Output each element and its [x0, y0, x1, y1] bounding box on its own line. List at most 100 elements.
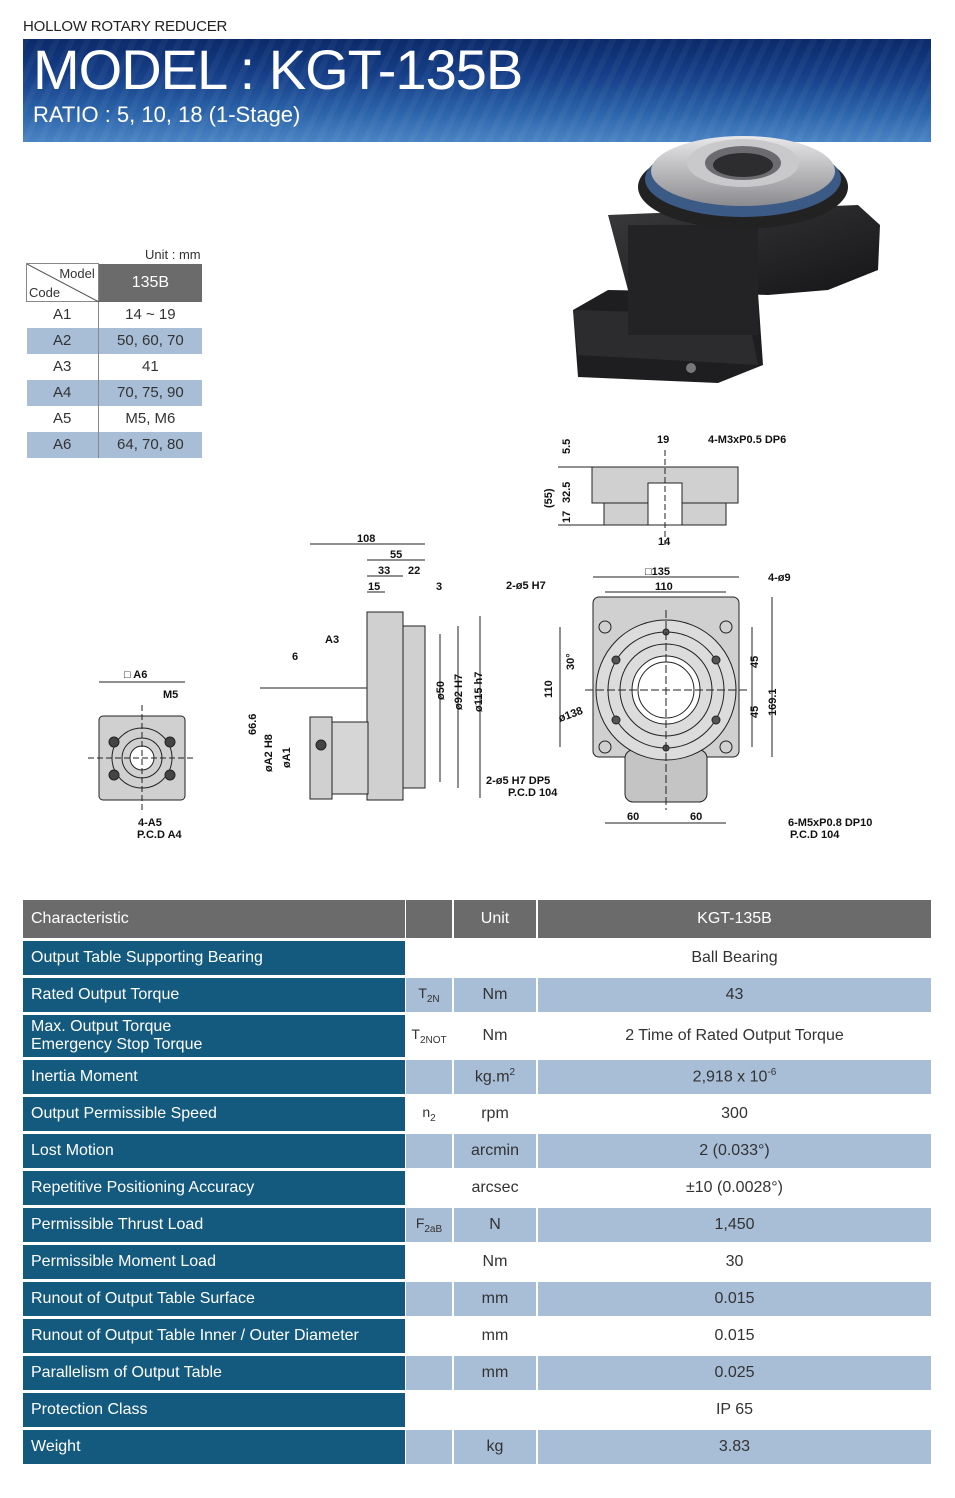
dim-holes: 4-ø9	[768, 572, 791, 584]
spec-symbol	[406, 1319, 454, 1353]
dim-45b: 45	[749, 706, 761, 718]
spec-header-row: Characteristic Unit KGT-135B	[23, 900, 931, 938]
dim-60a: 60	[627, 811, 639, 823]
code-row: A3 41	[26, 353, 203, 380]
dim-92: ø92 H7	[453, 674, 465, 710]
title-banner: MODEL : KGT-135B RATIO : 5, 10, 18 (1-St…	[23, 39, 931, 142]
spec-row: Inertia Moment kg.m2 2,918 x 10-6	[23, 1060, 931, 1094]
value-cell: 14 ~ 19	[125, 306, 176, 323]
code-cell: A2	[26, 327, 99, 354]
dim-sq135: □135	[645, 566, 670, 578]
dim-5-5: 5.5	[561, 439, 573, 454]
header-model: KGT-135B	[538, 900, 931, 938]
spec-symbol: F2aB	[406, 1208, 454, 1242]
spec-row: Permissible Thrust Load F2aB N 1,450	[23, 1208, 931, 1242]
dim-110-top: 110	[655, 581, 673, 593]
spec-unit: mm	[454, 1356, 538, 1390]
dim-45a: 45	[749, 656, 761, 668]
spec-unit: arcmin	[454, 1134, 538, 1168]
dim-pcd-bottom: P.C.D 104	[508, 787, 558, 799]
dim-m5: M5	[163, 689, 178, 701]
model-header: 135B	[98, 263, 202, 302]
corner-model-label: Model	[59, 266, 95, 281]
spec-value: 0.015	[538, 1282, 931, 1316]
spec-name: Permissible Moment Load	[23, 1245, 406, 1279]
value-cell: M5, M6	[125, 410, 176, 427]
spec-unit: mm	[454, 1282, 538, 1316]
code-cell: A4	[26, 379, 99, 406]
product-image	[573, 136, 880, 383]
spec-unit: N	[454, 1208, 538, 1242]
code-cell: A6	[26, 431, 99, 458]
dim-3: 3	[436, 581, 442, 593]
spec-name: Weight	[23, 1430, 406, 1464]
spec-row: Parallelism of Output Table mm 0.025	[23, 1356, 931, 1390]
spec-row: Output Permissible Speed n2 rpm 300	[23, 1097, 931, 1131]
corner-diagonal	[27, 264, 99, 302]
value-cell: 70, 75, 90	[98, 379, 202, 406]
spec-row: Output Table Supporting Bearing Ball Bea…	[23, 941, 931, 975]
spec-value: 0.015	[538, 1319, 931, 1353]
dim-55: (55)	[543, 488, 555, 508]
dim-32-5: 32.5	[561, 482, 573, 503]
spec-symbol: T2N	[406, 978, 454, 1012]
dim-thread-top: 4-M3xP0.5 DP6	[708, 434, 786, 446]
spec-symbol: n2	[406, 1097, 454, 1131]
corner-code-label: Code	[29, 285, 61, 300]
spec-row: Permissible Moment Load Nm 30	[23, 1245, 931, 1279]
dim-138: ø138	[557, 705, 585, 725]
category-label: HOLLOW ROTARY REDUCER	[23, 18, 228, 35]
spec-value: 30	[538, 1245, 931, 1279]
spec-name: Rated Output Torque	[23, 978, 406, 1012]
spec-table: Characteristic Unit KGT-135B Output Tabl…	[23, 897, 931, 1467]
spec-unit: kg.m2	[454, 1060, 538, 1094]
header-symbol	[406, 900, 454, 938]
dim-a1: øA1	[281, 747, 293, 768]
spec-value: ±10 (0.0028°)	[538, 1171, 931, 1205]
spec-value: 43	[538, 978, 931, 1012]
dim-14: 14	[658, 536, 671, 548]
spec-symbol	[406, 1356, 454, 1390]
unit-note: Unit : mm	[145, 247, 201, 262]
spec-value: 1,450	[538, 1208, 931, 1242]
technical-drawings: 19 4-M3xP0.5 DP6 5.5 (55) 32.5 17 14 □13…	[88, 434, 872, 841]
spec-row: Runout of Output Table Surface mm 0.015	[23, 1282, 931, 1316]
dim-22: 22	[408, 565, 420, 577]
header-characteristic: Characteristic	[23, 900, 406, 938]
dim-115: ø115 h7	[473, 672, 485, 712]
dim-17: 17	[561, 511, 573, 523]
spec-symbol	[406, 1282, 454, 1316]
spec-symbol	[406, 1171, 454, 1205]
spec-symbol	[406, 1430, 454, 1464]
spec-name: Lost Motion	[23, 1134, 406, 1168]
dim-thread-bottom: 6-M5xP0.8 DP10	[788, 817, 872, 829]
header-unit: Unit	[454, 900, 538, 938]
dim-169: 169.1	[767, 688, 779, 716]
dim-60b: 60	[690, 811, 702, 823]
dim-108: 108	[357, 533, 375, 545]
value-cell: 64, 70, 80	[98, 431, 202, 458]
spec-symbol: T2NOT	[406, 1015, 454, 1057]
spec-unit: arcsec	[454, 1171, 538, 1205]
spec-name: Output Table Supporting Bearing	[23, 941, 406, 975]
value-cell: 41	[142, 358, 159, 375]
code-cell: A3	[26, 353, 99, 380]
spec-unit: Nm	[454, 1245, 538, 1279]
spec-row: Repetitive Positioning Accuracy arcsec ±…	[23, 1171, 931, 1205]
dim-pin-bottom: 2-ø5 H7 DP5	[486, 775, 550, 787]
dim-a6: □ A6	[124, 669, 147, 681]
spec-symbol	[406, 1060, 454, 1094]
dim-a5: 4-A5	[138, 817, 162, 829]
spec-unit: rpm	[454, 1097, 538, 1131]
code-cell: A1	[26, 301, 99, 328]
spec-name: Parallelism of Output Table	[23, 1356, 406, 1390]
spec-unit	[454, 941, 538, 975]
dim-50: ø50	[435, 681, 447, 700]
dim-pcd-a4: P.C.D A4	[137, 829, 183, 841]
spec-row: Runout of Output Table Inner / Outer Dia…	[23, 1319, 931, 1353]
spec-symbol	[406, 1134, 454, 1168]
